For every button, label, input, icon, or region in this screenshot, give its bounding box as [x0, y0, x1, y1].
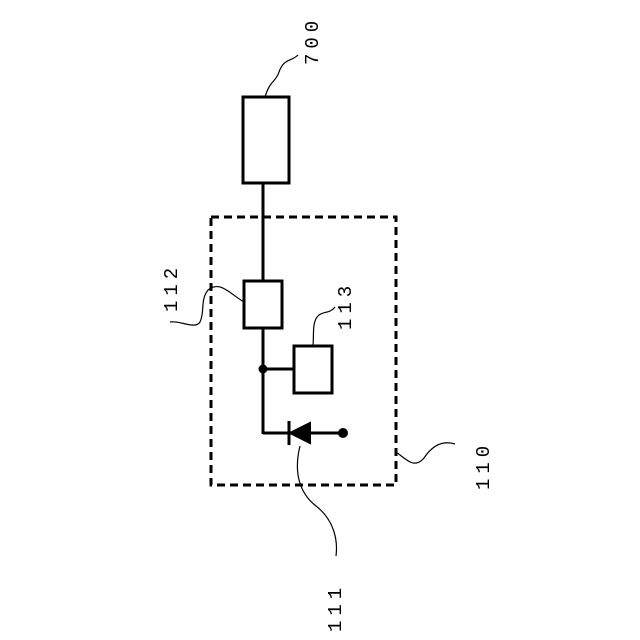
leader-113 [313, 307, 335, 346]
leader-111 [297, 446, 336, 556]
leader-700 [265, 55, 298, 97]
diode-symbol [290, 423, 310, 443]
junction-dot [259, 365, 268, 374]
element-112-box [244, 281, 282, 328]
label-113: 113 [335, 281, 357, 330]
label-700: 700 [302, 16, 324, 65]
device-700-box [243, 97, 289, 183]
label-111: 111 [325, 583, 347, 632]
label-112: 112 [161, 263, 183, 312]
leader-110 [396, 443, 455, 463]
terminal-dot [338, 428, 348, 438]
label-110: 110 [473, 441, 495, 490]
element-113-box [294, 346, 332, 393]
